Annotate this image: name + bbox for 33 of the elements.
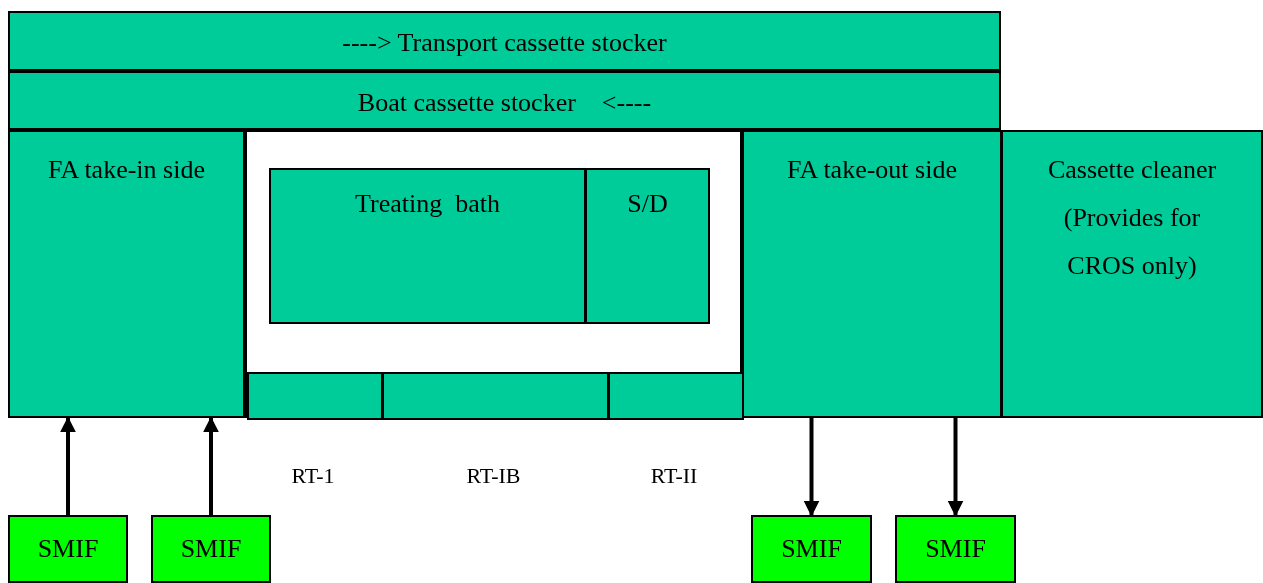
area-label: SMIF [925, 533, 986, 565]
dryer-box [585, 168, 710, 324]
carrier-box [8, 515, 128, 583]
arrow [60, 416, 76, 515]
storage-band [8, 11, 1001, 71]
area-label: SMIF [180, 533, 242, 565]
station-label: RT-IB [466, 463, 521, 489]
carrier-box [895, 515, 1016, 583]
robot-station [247, 372, 383, 420]
area-label: FA take-out side [786, 154, 958, 186]
bath-box [269, 168, 586, 324]
arrow [803, 418, 820, 517]
carrier-box [751, 515, 872, 583]
area-label: Cassette cleaner (Provides for CROS only) [1046, 154, 1218, 282]
carrier-box [151, 515, 271, 583]
cleaner-area [1001, 130, 1263, 418]
area-label: SMIF [37, 533, 99, 565]
area-label: ----> Transport cassette stocker [342, 27, 667, 59]
area-label: Boat cassette stocker <---- [357, 87, 652, 119]
station-label: RT-1 [291, 463, 335, 489]
area-label: S/D [627, 188, 668, 220]
unloader-area [742, 130, 1002, 418]
arrow [203, 416, 219, 515]
area-label: Treating bath [355, 188, 500, 220]
station-label: RT-II [650, 463, 698, 489]
robot-station [608, 372, 744, 420]
process-area [245, 130, 742, 418]
storage-band [8, 71, 1001, 130]
loader-area [8, 130, 245, 418]
robot-station [382, 372, 609, 420]
area-label: SMIF [781, 533, 842, 565]
arrow [947, 418, 964, 517]
area-label: FA take-in side [47, 154, 206, 186]
